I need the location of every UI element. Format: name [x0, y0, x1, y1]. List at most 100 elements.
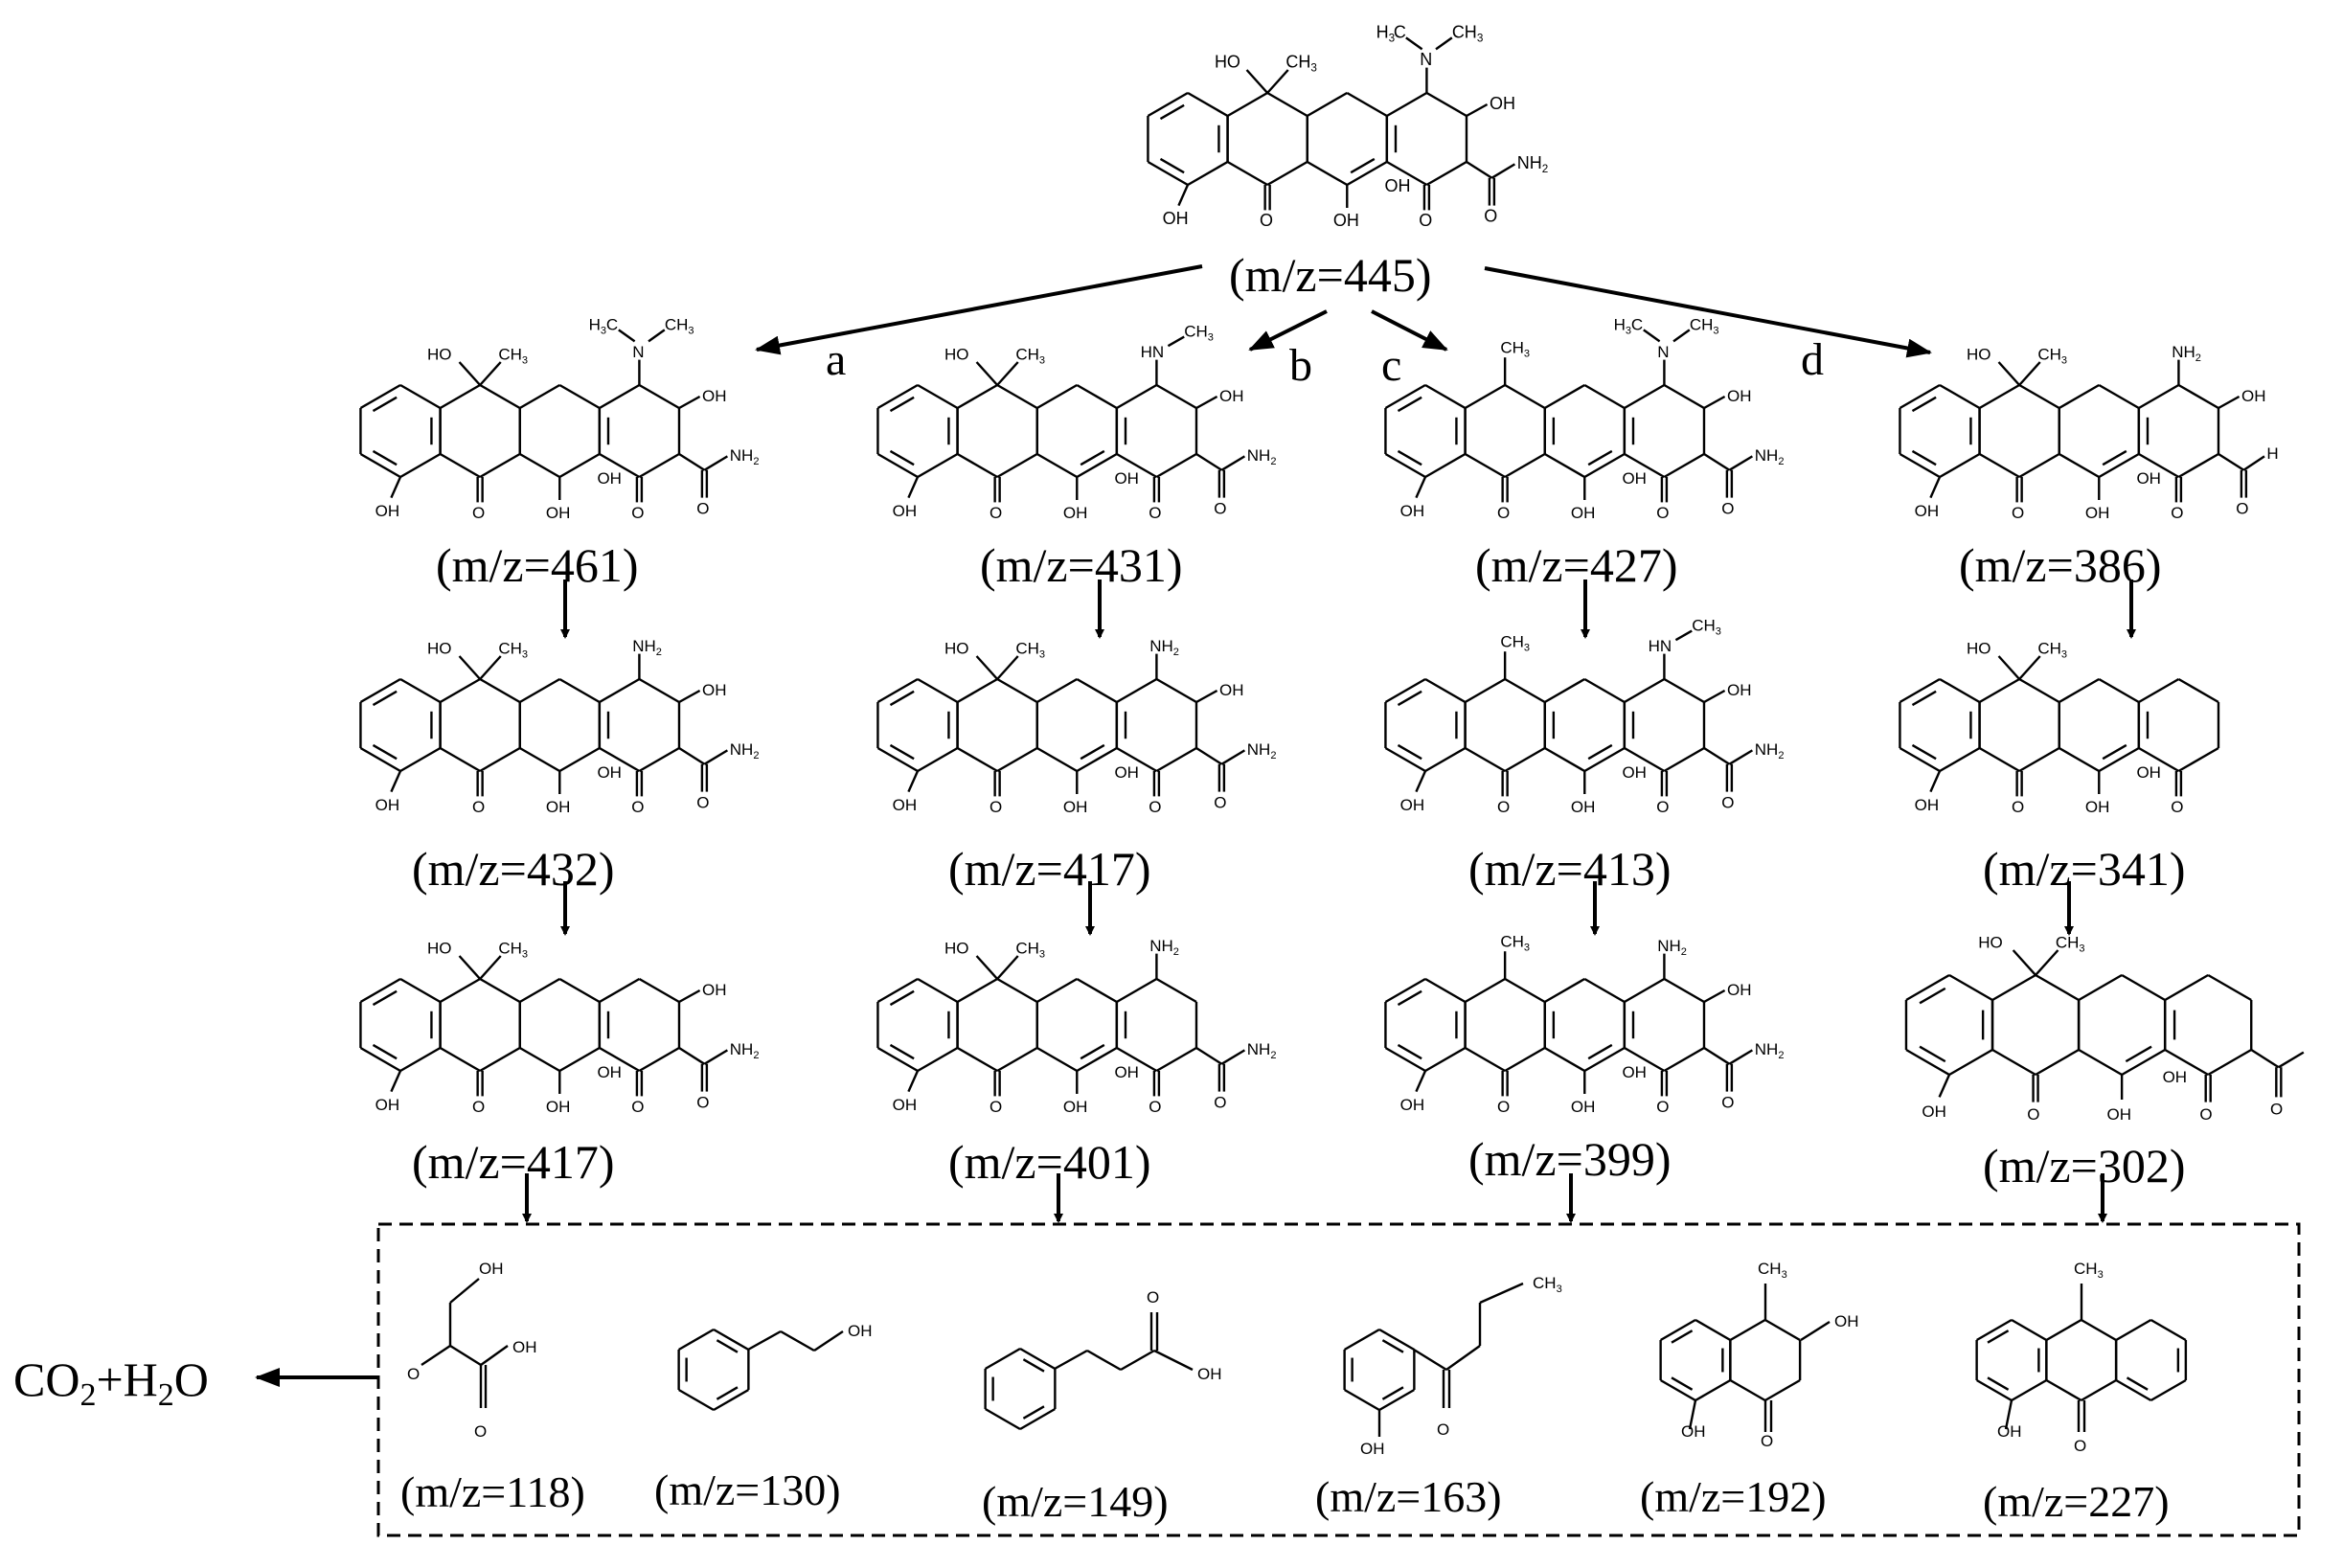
bond	[1899, 452, 1941, 479]
arrow-pathway-d	[1484, 266, 1932, 358]
bond	[2059, 452, 2100, 479]
atom-label: OH	[1400, 502, 1425, 520]
bond	[2045, 1318, 2082, 1342]
bond	[1624, 746, 1666, 773]
bond	[1624, 452, 1666, 479]
atom-label: NH2	[1247, 740, 1277, 761]
double-bond	[1159, 103, 1185, 121]
atom-label: CH3	[1015, 940, 1045, 961]
atom-label: O	[1149, 1098, 1161, 1116]
atom-label: O	[472, 798, 485, 816]
bond	[1195, 1046, 1223, 1065]
bond	[1155, 1046, 1197, 1073]
bond	[1544, 383, 1585, 410]
bond	[1464, 977, 1506, 1004]
bond	[2035, 949, 2059, 976]
bond	[678, 1328, 715, 1352]
bond	[2098, 746, 2140, 773]
double-bond	[889, 743, 915, 761]
bond	[1187, 91, 1229, 118]
bond	[439, 977, 481, 1004]
bond	[1076, 977, 1118, 1004]
bond	[1764, 1318, 1801, 1342]
mz-label-d3: (m/z=302)	[1983, 1139, 2186, 1193]
atom-label: NH2	[2172, 343, 2201, 364]
atom-label: CH3	[1015, 640, 1045, 661]
bond	[1384, 452, 1426, 479]
bond	[479, 977, 521, 1004]
bond	[1147, 160, 1189, 187]
bond	[359, 977, 401, 1004]
atom-label: HN	[1141, 343, 1165, 361]
double-bond	[1911, 743, 1937, 761]
atom-label: O	[696, 499, 709, 517]
bond	[399, 1046, 442, 1073]
bond	[1978, 452, 2020, 479]
atom-label: O	[1497, 798, 1510, 816]
bond	[1076, 383, 1118, 410]
atom-label: NH2	[1755, 446, 1785, 467]
bond	[1220, 749, 1246, 765]
atom-label: O	[2027, 1105, 2039, 1124]
bond	[1544, 677, 1585, 704]
bond	[2121, 973, 2166, 1002]
bond	[1583, 1046, 1626, 1073]
bond	[2018, 746, 2060, 773]
atom-label: OH	[1114, 763, 1139, 782]
atom-label: O	[990, 504, 1002, 522]
atom-label: O	[1214, 499, 1226, 517]
atom-label: OH	[479, 1260, 504, 1278]
bond	[1036, 1046, 1078, 1073]
double-bond	[1587, 743, 1613, 761]
bond	[2150, 1378, 2187, 1402]
atom-label: O	[1260, 211, 1273, 230]
double-bond	[889, 449, 915, 466]
bond	[1019, 1407, 1056, 1431]
atom-label: OH	[1197, 1365, 1222, 1383]
bond	[2115, 1318, 2152, 1342]
bond	[1583, 977, 1626, 1004]
atom-label: OH	[1114, 1063, 1139, 1081]
bond	[1384, 1046, 1426, 1073]
double-bond	[1987, 1329, 2010, 1344]
bond	[2059, 746, 2100, 773]
atom-label: O	[1214, 793, 1226, 811]
bond	[1036, 383, 1078, 410]
double-bond	[1397, 743, 1422, 761]
bond	[1905, 1048, 1950, 1077]
bond	[359, 746, 401, 773]
bond	[1729, 1378, 1766, 1402]
atom-label: OH	[1571, 504, 1596, 522]
atom-label: O	[2199, 1105, 2212, 1124]
atom-label: HO	[944, 940, 969, 958]
bond	[1116, 977, 1158, 1004]
double-bond	[1671, 1329, 1694, 1344]
mz-label-b2: (m/z=417)	[948, 842, 1151, 896]
bond	[985, 1407, 1021, 1431]
bond	[1076, 452, 1118, 479]
bond	[917, 677, 959, 704]
bond	[1425, 160, 1467, 187]
atom-label: O	[2012, 798, 2024, 816]
bond	[1076, 746, 1118, 773]
bond	[1978, 746, 2020, 773]
bond	[1466, 102, 1489, 118]
bond	[439, 746, 481, 773]
bond	[1195, 689, 1218, 704]
bond	[638, 977, 680, 1004]
atom-label: CH3	[498, 940, 528, 961]
atom-label: OH	[375, 502, 400, 520]
atom-label: O	[1419, 211, 1432, 230]
atom-label: OH	[1219, 681, 1244, 699]
small-product-label-6: (m/z=227)	[1983, 1477, 2170, 1526]
bond	[678, 395, 701, 410]
atom-label: O	[2236, 499, 2248, 517]
atom-label: CH3	[1758, 1260, 1787, 1281]
bond	[1624, 1046, 1666, 1073]
bond	[1544, 1046, 1585, 1073]
bond	[1036, 677, 1078, 704]
